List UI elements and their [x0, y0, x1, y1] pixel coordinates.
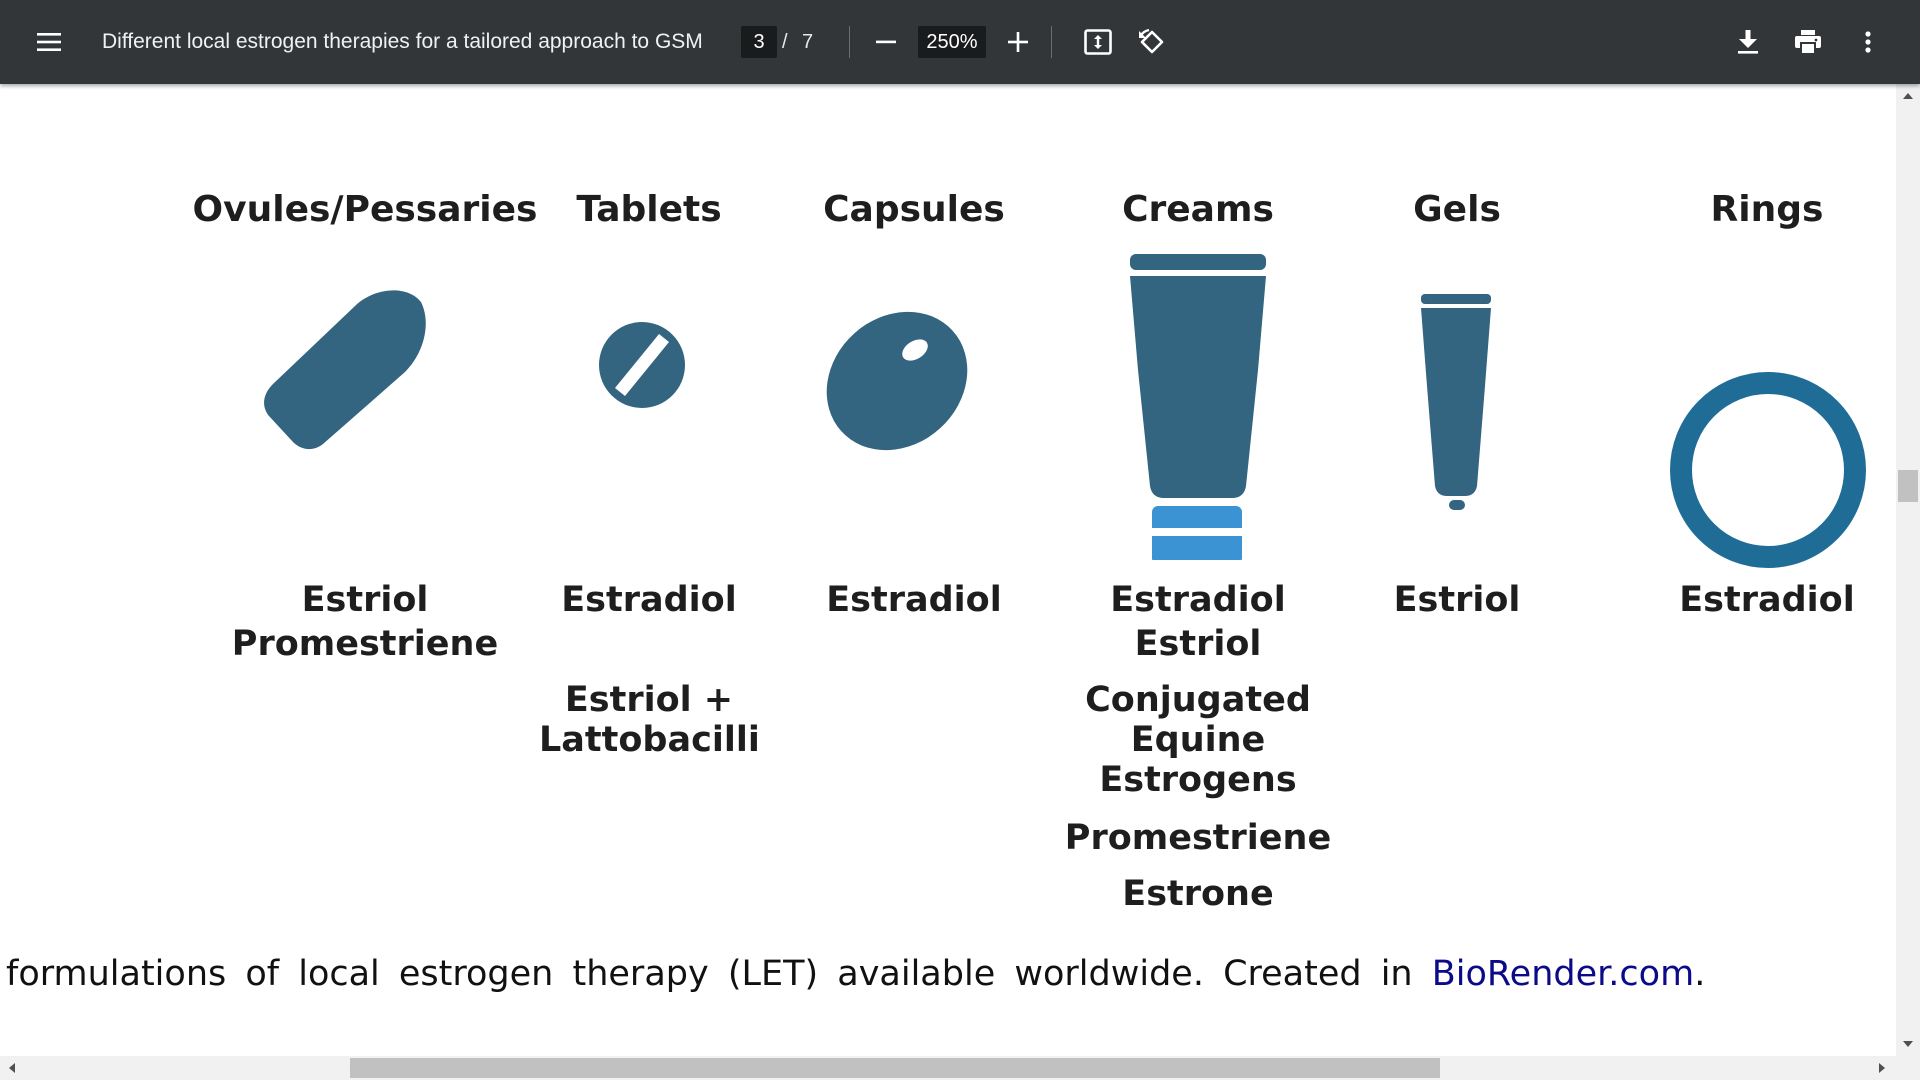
- scroll-up-icon[interactable]: [1898, 86, 1918, 106]
- toolbar-divider: [849, 26, 850, 58]
- toolbar-divider: [1051, 26, 1052, 58]
- scroll-down-icon[interactable]: [1898, 1034, 1918, 1054]
- more-vert-icon: [1865, 31, 1871, 53]
- capsule-icon: [826, 311, 968, 451]
- zoom-in-button[interactable]: [998, 22, 1038, 62]
- total-pages: 7: [802, 31, 814, 53]
- drug-label: Estriol: [1393, 580, 1521, 620]
- cream-tube-icon: [1130, 254, 1266, 560]
- zoom-out-button[interactable]: [866, 22, 906, 62]
- caption-text: formulations of local estrogen therapy (…: [6, 954, 1413, 994]
- pdf-toolbar: Different local estrogen therapies for a…: [0, 0, 1920, 84]
- drug-label: Estriol: [1134, 624, 1262, 664]
- ovule-icon: [264, 290, 426, 450]
- drug-label: Estriol: [301, 580, 429, 620]
- fit-to-page-icon: [1084, 29, 1112, 55]
- heading-ovules: Ovules/Pessaries: [192, 189, 538, 230]
- fit-to-page-button[interactable]: [1078, 22, 1118, 62]
- download-icon: [1738, 30, 1758, 54]
- drug-label: Estradiol: [1110, 580, 1286, 620]
- scroll-right-icon[interactable]: [1872, 1058, 1892, 1078]
- plus-icon: [1008, 32, 1028, 52]
- menu-icon[interactable]: [30, 22, 70, 62]
- heading-rings: Rings: [1710, 189, 1824, 230]
- rotate-button[interactable]: [1132, 22, 1172, 62]
- zoom-level-input[interactable]: 250%: [918, 26, 986, 58]
- gel-tube-icon: [1421, 294, 1491, 510]
- scrollbar-corner: [1896, 1056, 1920, 1080]
- pdf-page-view: Ovules/Pessaries Tablets Capsules Creams…: [0, 84, 1896, 1056]
- drug-label: Estradiol: [1679, 580, 1855, 620]
- drug-label: Conjugated Equine Estrogens: [1085, 680, 1311, 800]
- rotate-icon: [1138, 28, 1164, 54]
- minus-icon: [876, 40, 896, 44]
- caption-period: .: [1694, 954, 1706, 994]
- drug-label: Promestriene: [1064, 818, 1332, 858]
- horizontal-scroll-thumb[interactable]: [350, 1058, 1440, 1078]
- download-button[interactable]: [1728, 22, 1768, 62]
- drug-label: Estriol + Lattobacilli: [539, 680, 760, 760]
- more-options-button[interactable]: [1848, 22, 1888, 62]
- print-button[interactable]: [1788, 22, 1828, 62]
- tablet-icon: [599, 322, 685, 408]
- drug-label: Estradiol: [561, 580, 737, 620]
- print-icon: [1795, 30, 1821, 54]
- heading-tablets: Tablets: [576, 189, 722, 230]
- figure-caption: formulations of local estrogen therapy (…: [6, 954, 1705, 994]
- ring-icon: [1670, 372, 1866, 568]
- current-page-input[interactable]: 3: [741, 26, 777, 58]
- heading-gels: Gels: [1413, 189, 1501, 230]
- biorender-link[interactable]: BioRender.com: [1431, 954, 1695, 994]
- heading-creams: Creams: [1122, 189, 1274, 230]
- heading-capsules: Capsules: [823, 189, 1005, 230]
- vertical-scroll-thumb[interactable]: [1898, 470, 1918, 502]
- drug-label: Promestriene: [231, 624, 499, 664]
- drug-label: Estrone: [1122, 874, 1274, 914]
- page-separator: /: [782, 31, 788, 53]
- scroll-left-icon[interactable]: [2, 1058, 22, 1078]
- drug-label: Estradiol: [826, 580, 1002, 620]
- vertical-scrollbar[interactable]: [1896, 84, 1920, 1056]
- document-title: Different local estrogen therapies for a…: [102, 30, 703, 53]
